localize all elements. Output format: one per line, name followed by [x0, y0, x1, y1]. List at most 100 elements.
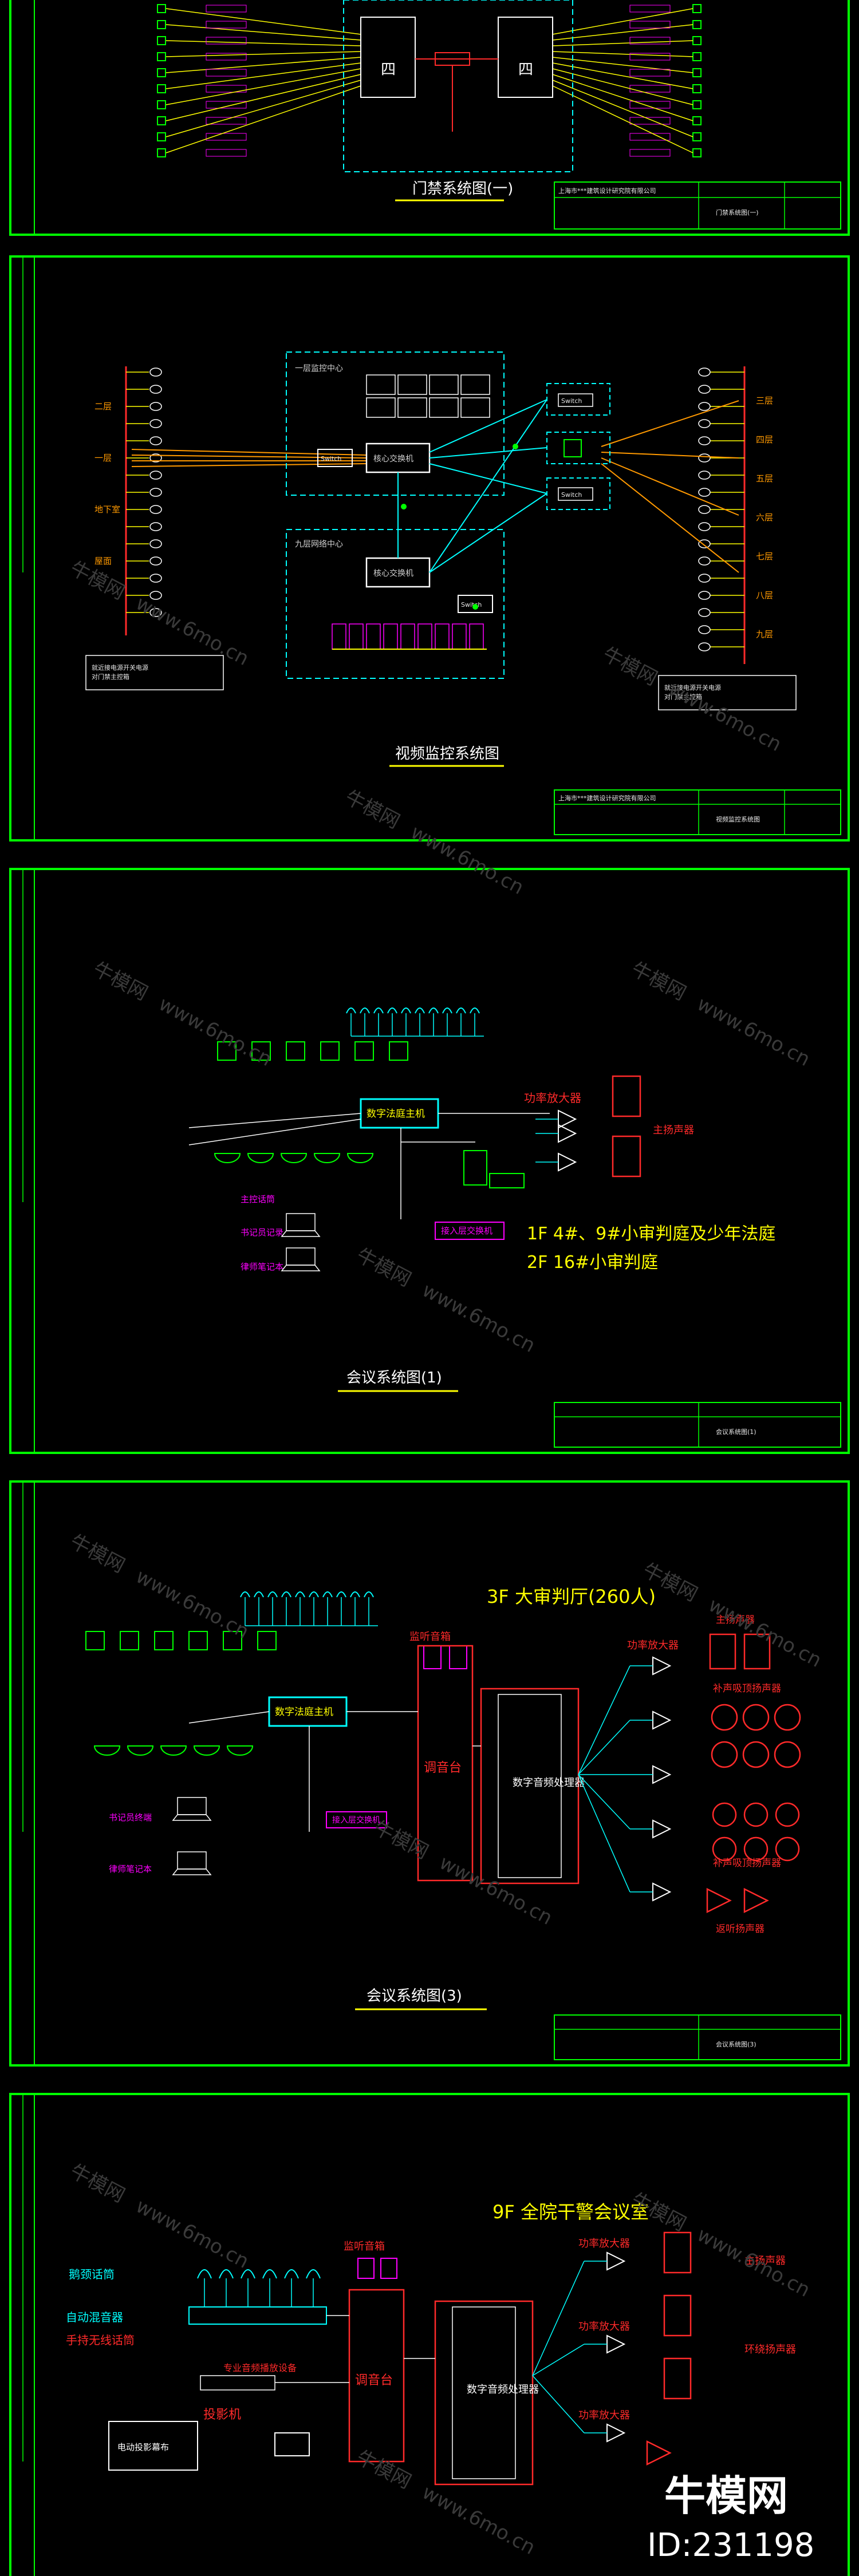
delegate-unit-icon [354, 1041, 374, 1061]
device-label: 书记员记录 [241, 1227, 283, 1238]
camera-icon [698, 453, 711, 463]
watermark-text: www.6mo.cn [419, 1279, 539, 1357]
reader-icon [157, 116, 166, 125]
rack-unit [400, 623, 415, 650]
label-player: 专业音频播放设备 [223, 2362, 297, 2373]
watermark-text: 牛模网 [599, 643, 661, 690]
amplifier-icon [652, 1882, 672, 1902]
note-box-right [658, 675, 797, 710]
panel-title: 门禁系统图(一) [412, 180, 513, 197]
brand-logo: 牛模网 ID:231198 [647, 2472, 814, 2564]
controller-node-label: 四 [518, 61, 533, 78]
controller-node-label: 四 [381, 61, 396, 78]
panel-frame [9, 868, 850, 1454]
amplifier-icon [652, 1765, 672, 1784]
reader-icon [692, 84, 702, 93]
laptop-icon [286, 1213, 316, 1231]
rack-unit [469, 623, 484, 650]
speaker-icon [663, 2231, 692, 2274]
ceiling-speaker-icon [712, 1802, 737, 1827]
rack-unit [332, 623, 346, 650]
monitor-screen [397, 374, 427, 395]
camera-icon [149, 488, 162, 497]
camera-icon [149, 522, 162, 531]
panel-conference-9f: 9F 全院干警会议室 鹅颈话筒 自动混音器 手持无线话筒 专业音频播放设备 投影… [9, 2093, 850, 2576]
trunk-right [601, 400, 739, 573]
host-label: 数字法庭主机 [275, 1706, 333, 1718]
delegate-unit-icon [251, 1041, 271, 1061]
title-block-name: 门禁系统图(一) [716, 208, 759, 216]
mic-icon [267, 1591, 278, 1598]
watermark-text: 牛模网 [370, 1816, 432, 1864]
monitor-speaker-icon [706, 1887, 732, 1914]
label-projector: 投影机 [203, 2408, 241, 2422]
speaker-icon [663, 2294, 692, 2337]
watermark-text: www.6mo.cn [132, 592, 253, 670]
mic-icon [240, 1591, 250, 1598]
monitoring-center-1f [286, 351, 505, 496]
trunk-left [131, 449, 367, 467]
reader-rows-left [157, 4, 361, 157]
camera-icon [698, 402, 711, 411]
amplifier-icon [652, 1819, 672, 1839]
delegate-unit-icon [154, 1631, 174, 1650]
monitor-screen [366, 374, 396, 395]
reader-icon [157, 36, 166, 45]
speaker-label: 主扬声器 [716, 1614, 755, 1626]
ceiling-speaker-icon [742, 1741, 770, 1768]
camera-icon [698, 574, 711, 583]
camera-column-right [698, 368, 744, 651]
speaker-icon [663, 2357, 692, 2400]
dome-camera-icon [93, 1745, 121, 1756]
monitor-screen [366, 397, 396, 418]
switch-9f [458, 595, 493, 613]
amplifier-icon [652, 1710, 672, 1730]
mixer [348, 2289, 405, 2463]
room-heading: 9F 全院干警会议室 [492, 2201, 649, 2223]
title-block-org: 上海市***建筑设计研究院有限公司 [558, 187, 656, 195]
cable-tag [629, 53, 671, 61]
floor-label: 一层 [94, 453, 112, 463]
delegate-unit-icon [85, 1631, 105, 1650]
camera-icon [149, 608, 162, 617]
network-frame-dashed [343, 0, 573, 172]
projector-unit [463, 1150, 487, 1186]
camera-icon [698, 522, 711, 531]
monitor-screen [429, 374, 459, 395]
panel-access-control: 四 四 门禁系统图(一) 上海市***建筑设计研究院有限公司 门禁系统图(一) [9, 0, 850, 236]
camera-icon [698, 591, 711, 600]
ceiling-speaker-icon [743, 1802, 769, 1827]
watermark-text: www.6mo.cn [407, 821, 527, 899]
amplifiers [630, 1656, 672, 1902]
door-controller-left [360, 17, 416, 98]
reader-icon [692, 132, 702, 141]
mic-icon [350, 1591, 360, 1598]
monitor-speaker-icon [743, 1887, 769, 1914]
mic-icon [442, 1008, 452, 1014]
processor-label: 数字音频处理器 [513, 1777, 585, 1789]
laptop-icon [177, 1797, 207, 1815]
cable-tag [629, 37, 671, 45]
amplifier-icon [558, 1109, 577, 1129]
amplifier-icon [606, 2251, 626, 2271]
cable-tag [629, 101, 671, 109]
dome-camera-icon [160, 1745, 187, 1756]
mixer-label: 调音台 [424, 1761, 462, 1775]
amplifiers [535, 1109, 577, 1172]
mic-icon [387, 1008, 397, 1014]
floor-label: 八层 [756, 590, 773, 600]
processor-label: 数字音频处理器 [467, 2384, 539, 2396]
remote-switch-block [546, 432, 610, 464]
watermark-text: www.6mo.cn [665, 678, 785, 756]
mic-icon [470, 1008, 480, 1014]
speaker-label: 补声吸顶扬声器 [713, 1683, 781, 1694]
reader-icon [692, 148, 702, 157]
delegate-unit-icon [188, 1631, 208, 1650]
camera-icon [149, 591, 162, 600]
speaker-main [612, 1135, 641, 1178]
dome-cameras [93, 1745, 254, 1756]
gooseneck-mic-icon [262, 2269, 277, 2279]
gooseneck-mic-icon [219, 2269, 234, 2279]
rack-unit [366, 623, 381, 650]
